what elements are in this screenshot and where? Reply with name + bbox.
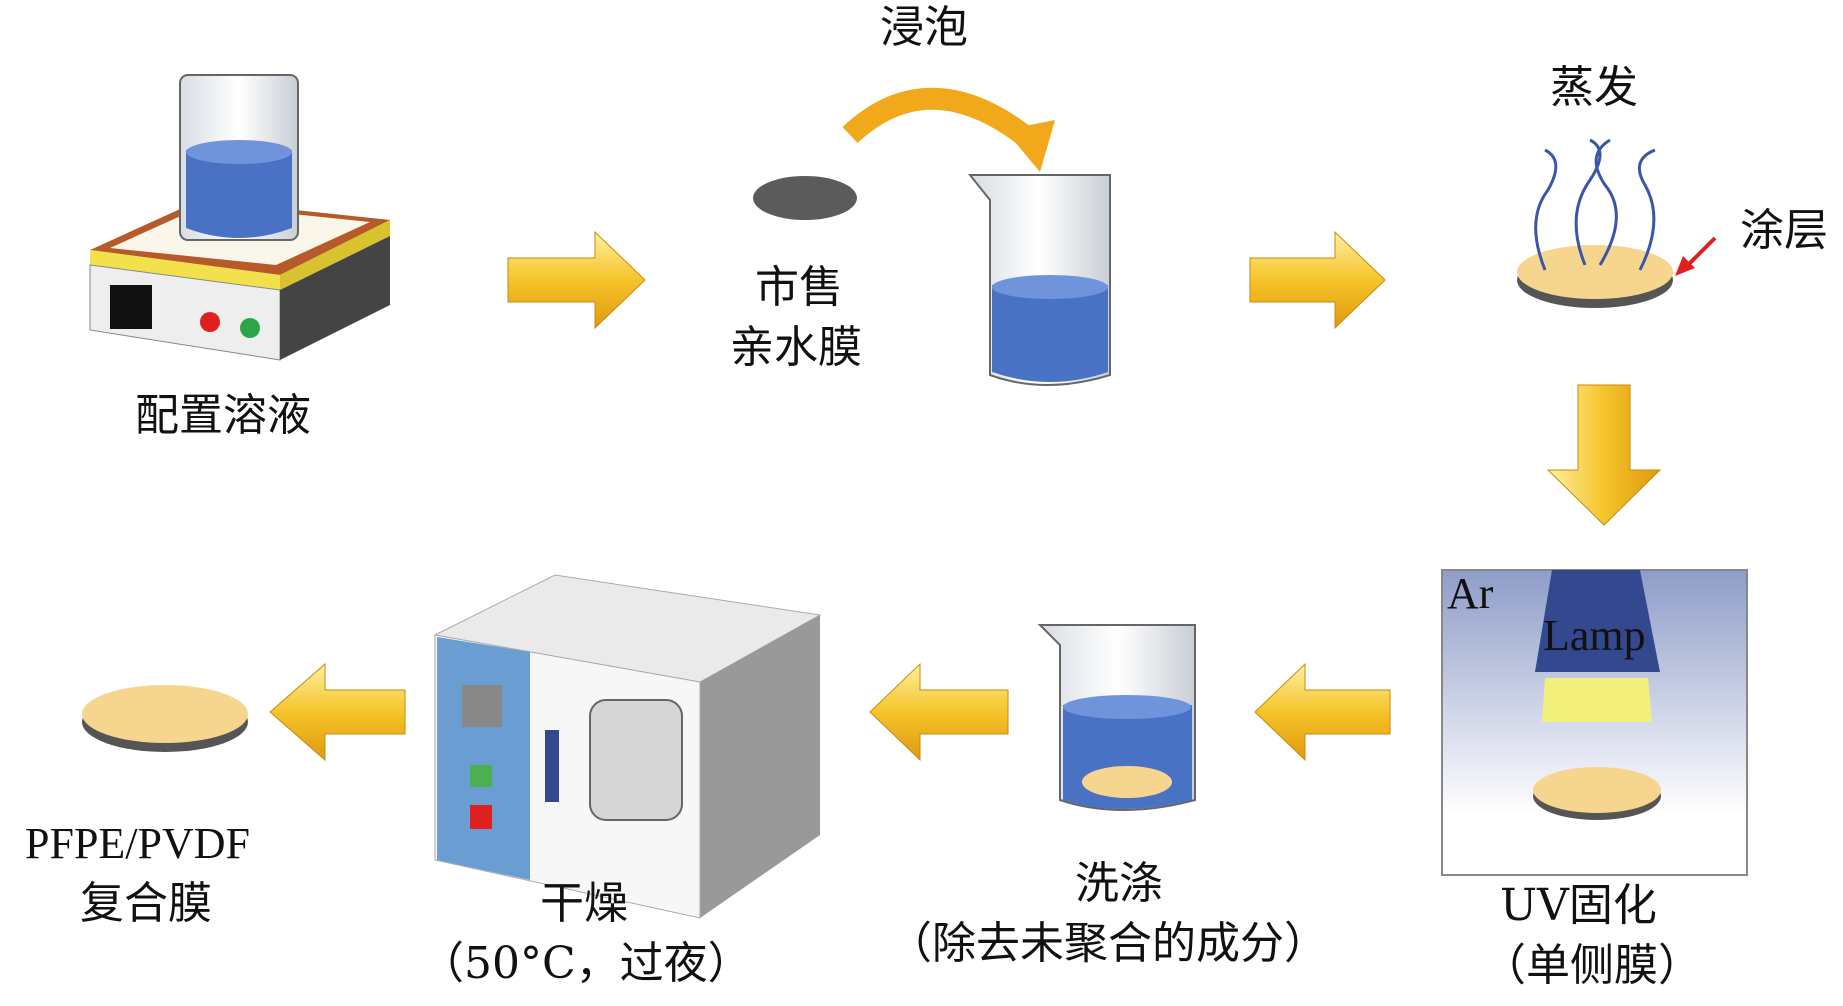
membrane-label-line1: 市售 (755, 262, 843, 313)
step-label-wash-note: （除去未聚合的成分） (888, 918, 1328, 969)
step-label-evaporate: 蒸发 (1550, 62, 1638, 113)
arrow-down (1546, 384, 1662, 526)
soak-icon (753, 87, 1111, 386)
arrow-right (507, 230, 646, 330)
uv-lamp-icon (1441, 569, 1748, 876)
step-label-uv: UV固化 (1500, 880, 1657, 931)
arrow-right (1249, 230, 1386, 330)
coating-label: 涂层 (1740, 205, 1828, 256)
step-label-wash: 洗涤 (1075, 858, 1163, 909)
arrow-left (869, 662, 1009, 762)
lamp-label: Lamp (1543, 611, 1646, 660)
ar-label: Ar (1447, 569, 1494, 618)
hotplate-beaker-icon (89, 74, 390, 361)
product-label: 复合膜 (80, 878, 212, 929)
arrow-left (1254, 662, 1391, 762)
oven-icon (433, 574, 822, 919)
membrane-label-line2: 亲水膜 (730, 322, 862, 373)
step-label-prepare: 配置溶液 (135, 390, 311, 441)
step-label-uv-note: （单侧膜） (1482, 940, 1702, 991)
step-label-dry-note: （50°C，过夜） (420, 938, 752, 989)
step-label-soak: 浸泡 (880, 2, 968, 53)
wash-beaker-icon (1037, 624, 1196, 811)
membrane-disc-icon (82, 685, 248, 752)
product-label-name: PFPE/PVDF (25, 819, 251, 868)
step-label-dry: 干燥 (540, 878, 628, 929)
arrow-left (269, 662, 406, 762)
evaporating-disc-icon (1517, 138, 1717, 308)
